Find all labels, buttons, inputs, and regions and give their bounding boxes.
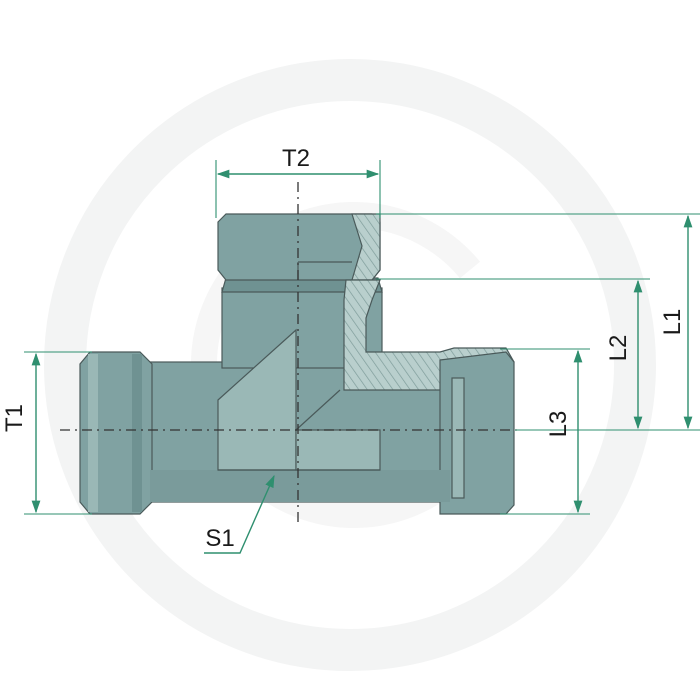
label-l1: L1 [659, 309, 686, 336]
tee-fitting-body [79, 213, 515, 515]
label-t2: T2 [282, 145, 310, 172]
right-insert [451, 377, 465, 499]
label-l2: L2 [605, 335, 632, 362]
label-l3: L3 [545, 411, 572, 438]
label-s1: S1 [205, 525, 234, 552]
label-t1: T1 [1, 404, 28, 432]
right-collar [439, 351, 515, 515]
s1-leader [204, 474, 275, 554]
inner-bore-right [295, 429, 381, 471]
extension-lines [24, 160, 700, 515]
dimension-lines [31, 169, 693, 554]
center-lines [60, 182, 520, 522]
